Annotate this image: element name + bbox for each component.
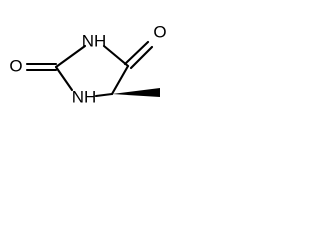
structure-canvas: NH NH O O xyxy=(9,22,166,106)
atom-label-o-left: O xyxy=(9,56,22,75)
bond-n1-c4 xyxy=(102,44,130,68)
wedge-bond-methyl xyxy=(112,88,160,97)
atom-label-n-bottom: NH xyxy=(72,87,97,106)
atom-label-o-right: O xyxy=(153,22,166,41)
bond-c4-o-right-1 xyxy=(123,40,150,66)
bond-n3-c2 xyxy=(54,65,74,92)
bond-c2-n1 xyxy=(54,44,87,69)
molecule-structure: NH NH O O xyxy=(0,0,177,129)
bond-c4-c5 xyxy=(110,64,130,96)
atom-label-n-top: NH xyxy=(82,31,107,50)
bond-c4-o-right-2 xyxy=(129,45,154,70)
bond-c5-n3 xyxy=(94,92,114,98)
